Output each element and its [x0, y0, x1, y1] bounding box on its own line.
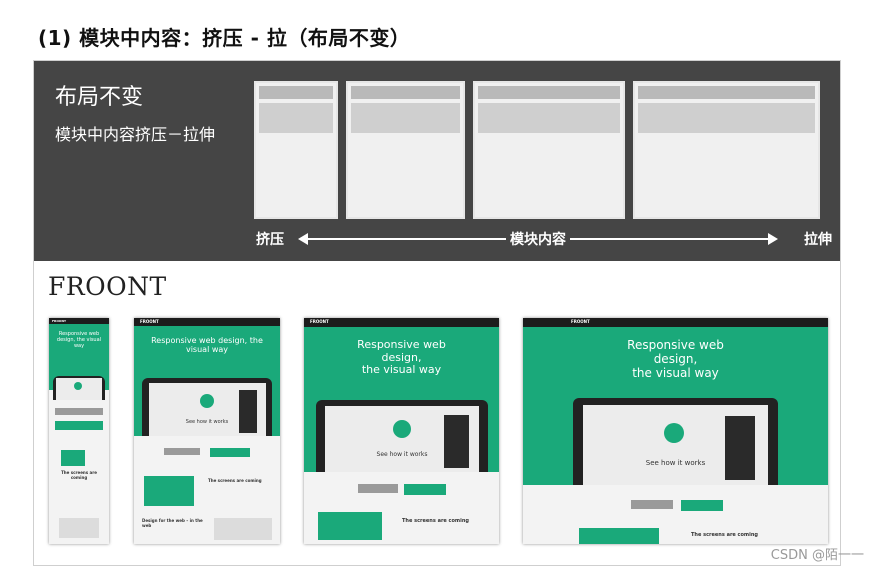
- layout-figure: 布局不变 模块中内容挤压－拉伸 挤压 模块内容 拉伸 FROONT FROONT…: [33, 60, 841, 566]
- layout-column-4: [633, 81, 820, 219]
- mockup-mobile: FROONT Responsive web design, the visual…: [49, 318, 109, 544]
- froont-logo: FROONT: [48, 272, 167, 301]
- mockup-desktop-small: FROONT Responsive web design, the visual…: [304, 318, 499, 544]
- demo-button: [55, 408, 103, 415]
- editor-image: [59, 518, 99, 538]
- screens-coming-text: The screens are coming: [691, 532, 758, 538]
- headline-line-2: design,: [653, 351, 698, 366]
- mockup-headline: Responsive web design, the visual way: [304, 338, 499, 377]
- screens-coming-text: The screens are coming: [208, 478, 262, 483]
- squeeze-label: 挤压: [256, 232, 284, 248]
- mockup-headline: Responsive web design, the visual way: [523, 338, 828, 380]
- see-how-text: See how it works: [645, 459, 706, 468]
- module-content-label: 模块内容: [506, 229, 570, 249]
- laptop-image: [53, 376, 105, 400]
- demo-button: [358, 484, 398, 493]
- section-heading: (1) 模块中内容：挤压 - 拉（布局不变）: [38, 26, 411, 50]
- layout-column-3: [473, 81, 625, 219]
- layout-column-2: [346, 81, 465, 219]
- panel-subtitle: 模块中内容挤压－拉伸: [55, 125, 216, 144]
- devices-image: [579, 528, 659, 544]
- stretch-label: 拉伸: [804, 232, 832, 248]
- design-web-text: Design for the web – in the web: [142, 518, 203, 528]
- headline-line-3: the visual way: [361, 363, 442, 377]
- layout-column-1: [254, 81, 338, 219]
- devices-image: [318, 512, 382, 540]
- headline-line-1: Responsive web: [357, 338, 446, 351]
- demo-button: [631, 500, 673, 509]
- mockup-logo: FROONT: [571, 319, 590, 324]
- see-how-text: See how it works: [185, 418, 229, 425]
- laptop-image: See how it works: [573, 398, 778, 485]
- editor-image: [214, 518, 272, 540]
- mockup-logo: FROONT: [52, 319, 67, 323]
- mockup-desktop-large: FROONT Responsive web design, the visual…: [523, 318, 828, 544]
- headline-line-3: the visual way: [632, 365, 719, 380]
- screens-coming-text: The screens are coming: [402, 518, 469, 524]
- signup-button: [55, 421, 103, 430]
- mockup-headline: Responsive web design, the visual way: [56, 331, 102, 349]
- devices-image: [61, 450, 85, 466]
- signup-button: [404, 484, 446, 495]
- signup-button: [210, 448, 250, 457]
- laptop-image: See how it works: [316, 400, 488, 472]
- headline-line-2: design,: [381, 350, 422, 364]
- mockup-tablet: FROONT Responsive web design, the visual…: [134, 318, 280, 544]
- squeeze-stretch-arrow: 挤压 模块内容 拉伸: [256, 229, 832, 249]
- mockup-headline: Responsive web design, the visual way: [151, 336, 263, 355]
- mockup-logo: FROONT: [140, 319, 159, 324]
- demo-button: [164, 448, 200, 455]
- signup-button: [681, 500, 723, 511]
- screens-coming-text: The screens are coming: [61, 470, 97, 480]
- panel-title: 布局不变: [55, 85, 144, 110]
- laptop-image: See how it works: [142, 378, 272, 436]
- devices-image: [144, 476, 194, 506]
- mockup-logo: FROONT: [310, 319, 329, 324]
- dark-diagram-panel: 布局不变 模块中内容挤压－拉伸 挤压 模块内容 拉伸: [34, 61, 840, 261]
- headline-line-1: Responsive web: [627, 338, 724, 352]
- csdn-watermark: CSDN @陌一一: [770, 548, 864, 563]
- see-how-text: See how it works: [376, 450, 428, 458]
